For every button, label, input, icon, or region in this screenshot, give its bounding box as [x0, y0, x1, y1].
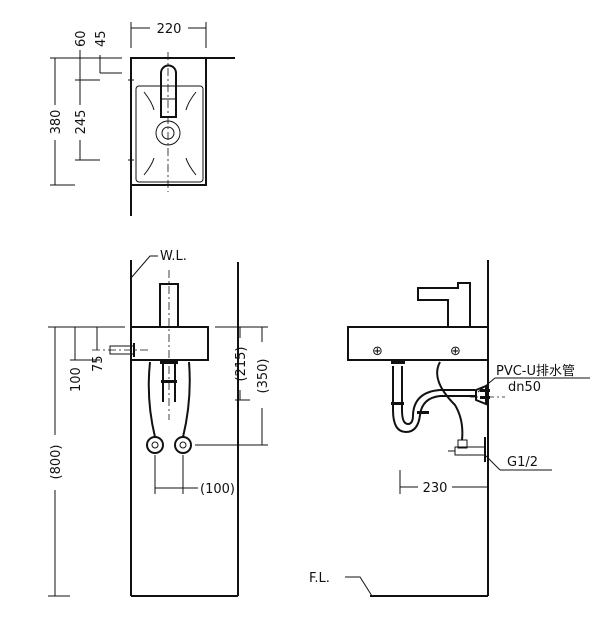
front-view: W.L. (800) 100 75 (215) (350) (100) — [48, 249, 271, 597]
drain-pipe-label: PVC-U排水管 — [496, 364, 575, 379]
top-view: 220 380 245 60 45 — [49, 22, 235, 216]
floor-level-label: F.L. — [309, 571, 330, 586]
faucet-side — [417, 282, 471, 327]
valve-icon — [146, 436, 164, 454]
supply-hose — [436, 361, 464, 441]
valve-icon — [174, 436, 192, 454]
dim-380: 380 — [49, 110, 64, 135]
dim-350: (350) — [256, 359, 271, 394]
water-level-label: W.L. — [160, 249, 187, 264]
supply-hoses — [147, 361, 191, 438]
bolt-icon: ⊕ — [450, 344, 461, 359]
faucet-front — [159, 283, 179, 328]
p-trap — [392, 366, 475, 434]
basin-side — [347, 326, 489, 361]
dim-230: 230 — [423, 481, 448, 496]
dim-60: 60 — [74, 30, 89, 47]
dim-75: 75 — [91, 355, 106, 372]
drain-size-label: dn50 — [508, 380, 541, 395]
basin-outline — [130, 57, 207, 186]
dim-100-valves: (100) — [200, 482, 235, 497]
valve-thread-label: G1/2 — [507, 455, 538, 470]
side-view: ⊕ ⊕ PVC-U排水管 dn50 G1/2 230 F.L. — [309, 260, 590, 597]
dim-215: (215) — [234, 347, 249, 382]
dim-220: 220 — [157, 22, 182, 37]
faucet-top — [160, 64, 177, 118]
dim-45: 45 — [94, 30, 109, 47]
bolt-icon: ⊕ — [372, 344, 383, 359]
dim-100: 100 — [69, 367, 84, 392]
basin-front — [130, 326, 209, 361]
dim-800: (800) — [49, 445, 64, 480]
dim-245: 245 — [74, 110, 89, 135]
